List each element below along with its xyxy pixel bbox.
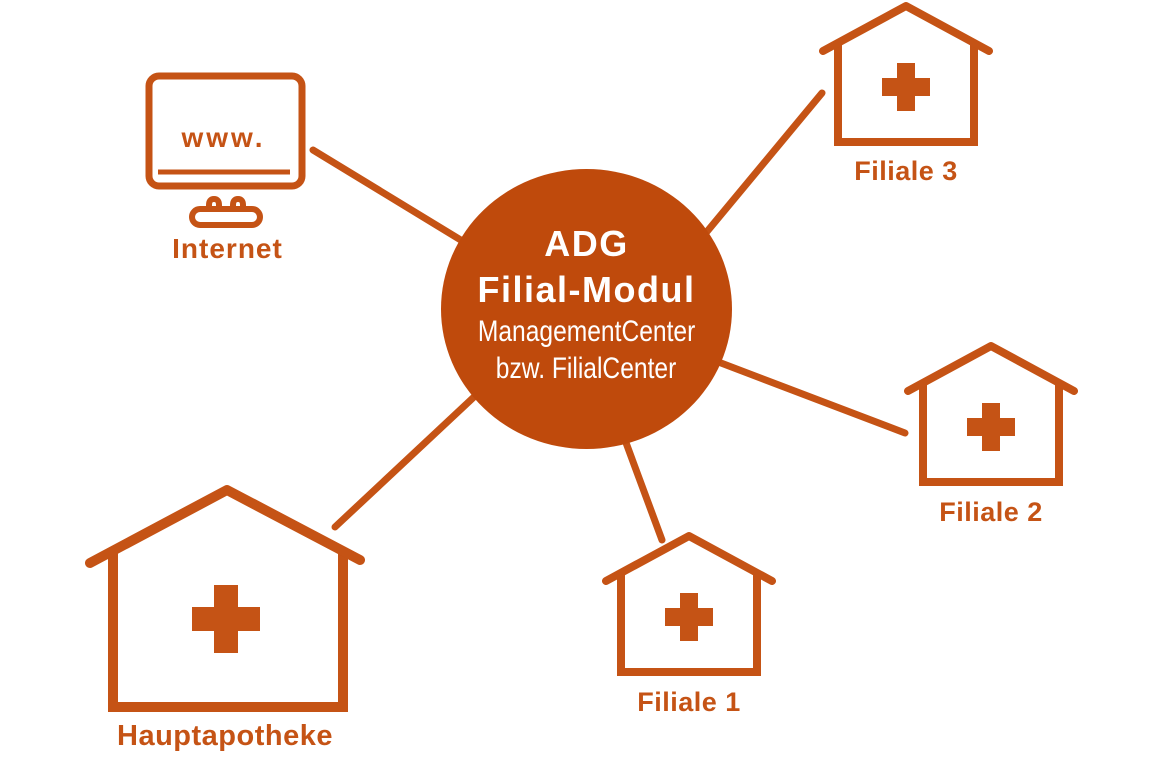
connector-hub-filiale2 [696,351,909,437]
pharmacy-house-icon [819,2,993,146]
hub-subtitle-line1: ManagementCenter [477,315,696,348]
monitor-base [189,206,263,228]
connector-hub-filiale1 [621,436,666,544]
node-filiale1 [602,531,776,677]
house-walls [617,575,761,676]
pharmacy-cross-icon [882,63,930,111]
house-roof [85,485,365,568]
monitor-icon [145,72,306,228]
hub-title-line1: ADG [544,223,629,264]
filiale3-label: Filiale 3 [854,156,958,186]
pharmacy-cross-icon [665,593,713,641]
monitor-leg-right [230,195,246,212]
house-roof [602,532,776,585]
filiale2-label: Filiale 2 [939,497,1043,527]
connector-hub-filiale3 [696,89,826,244]
pharmacy-cross-icon [967,403,1015,451]
internet-label: Internet [172,233,283,264]
hub-title-line2: Filial-Modul [477,269,696,310]
pharmacy-house-icon [904,342,1078,486]
monitor-frame [145,72,306,190]
house-walls [919,385,1063,486]
node-hauptapotheke [85,483,365,713]
node-filiale3 [819,1,993,147]
pharmacy-house-icon [85,485,365,712]
house-walls [834,45,978,146]
hub-subtitle-line2: bzw. FilialCenter [496,352,677,385]
house-roof [904,342,1078,395]
filiale1-label: Filiale 1 [637,687,741,717]
house-roof [819,2,993,55]
connector-hub-hauptapotheke [331,378,494,531]
node-internet: www. [145,72,310,230]
monitor-leg-left [206,195,222,212]
pharmacy-cross-icon [192,585,260,653]
monitor-screen-text: www. [181,122,266,153]
pharmacy-house-icon [602,532,776,676]
hub-circle: ADG Filial-Modul ManagementCenter bzw. F… [441,169,732,449]
hauptapotheke-label: Hauptapotheke [117,720,333,752]
house-walls [108,549,348,712]
node-filiale2 [904,341,1078,487]
